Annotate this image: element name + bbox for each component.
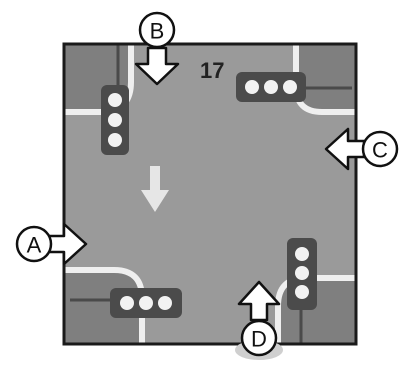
label-c: C — [372, 138, 388, 163]
approach-arrow-a-icon — [46, 222, 88, 266]
label-b-circle — [138, 11, 176, 49]
traffic-signal-top-left-icon — [101, 85, 129, 155]
traffic-signal-bottom-right-icon — [287, 238, 317, 310]
approach-arrow-d-icon — [237, 280, 281, 322]
label-b: B — [150, 19, 165, 44]
label-d-circle — [240, 319, 278, 357]
label-d: D — [251, 327, 267, 352]
traffic-signal-top-right-icon — [236, 72, 306, 102]
intersection-number: 17 — [200, 58, 224, 83]
label-a-circle — [15, 225, 53, 263]
label-a: A — [27, 233, 42, 258]
intersection-frame — [62, 42, 358, 346]
arrow-down-marking-icon — [141, 166, 169, 212]
approach-arrow-b-icon — [134, 46, 180, 86]
approach-arrow-c-icon — [324, 127, 366, 171]
traffic-signal-bottom-left-icon — [110, 288, 182, 318]
label-c-circle — [361, 130, 399, 168]
